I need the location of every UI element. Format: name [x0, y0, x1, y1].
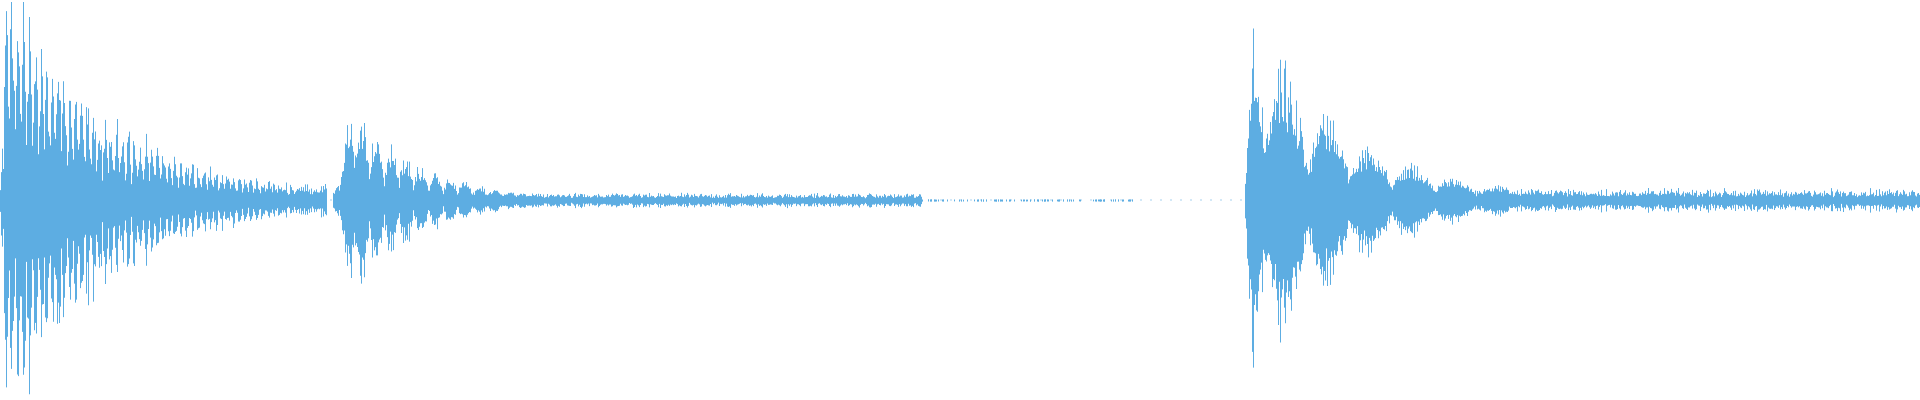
audio-waveform-view[interactable] — [0, 0, 1920, 400]
audio-waveform — [0, 2, 1920, 395]
waveform-bars — [0, 2, 1920, 395]
